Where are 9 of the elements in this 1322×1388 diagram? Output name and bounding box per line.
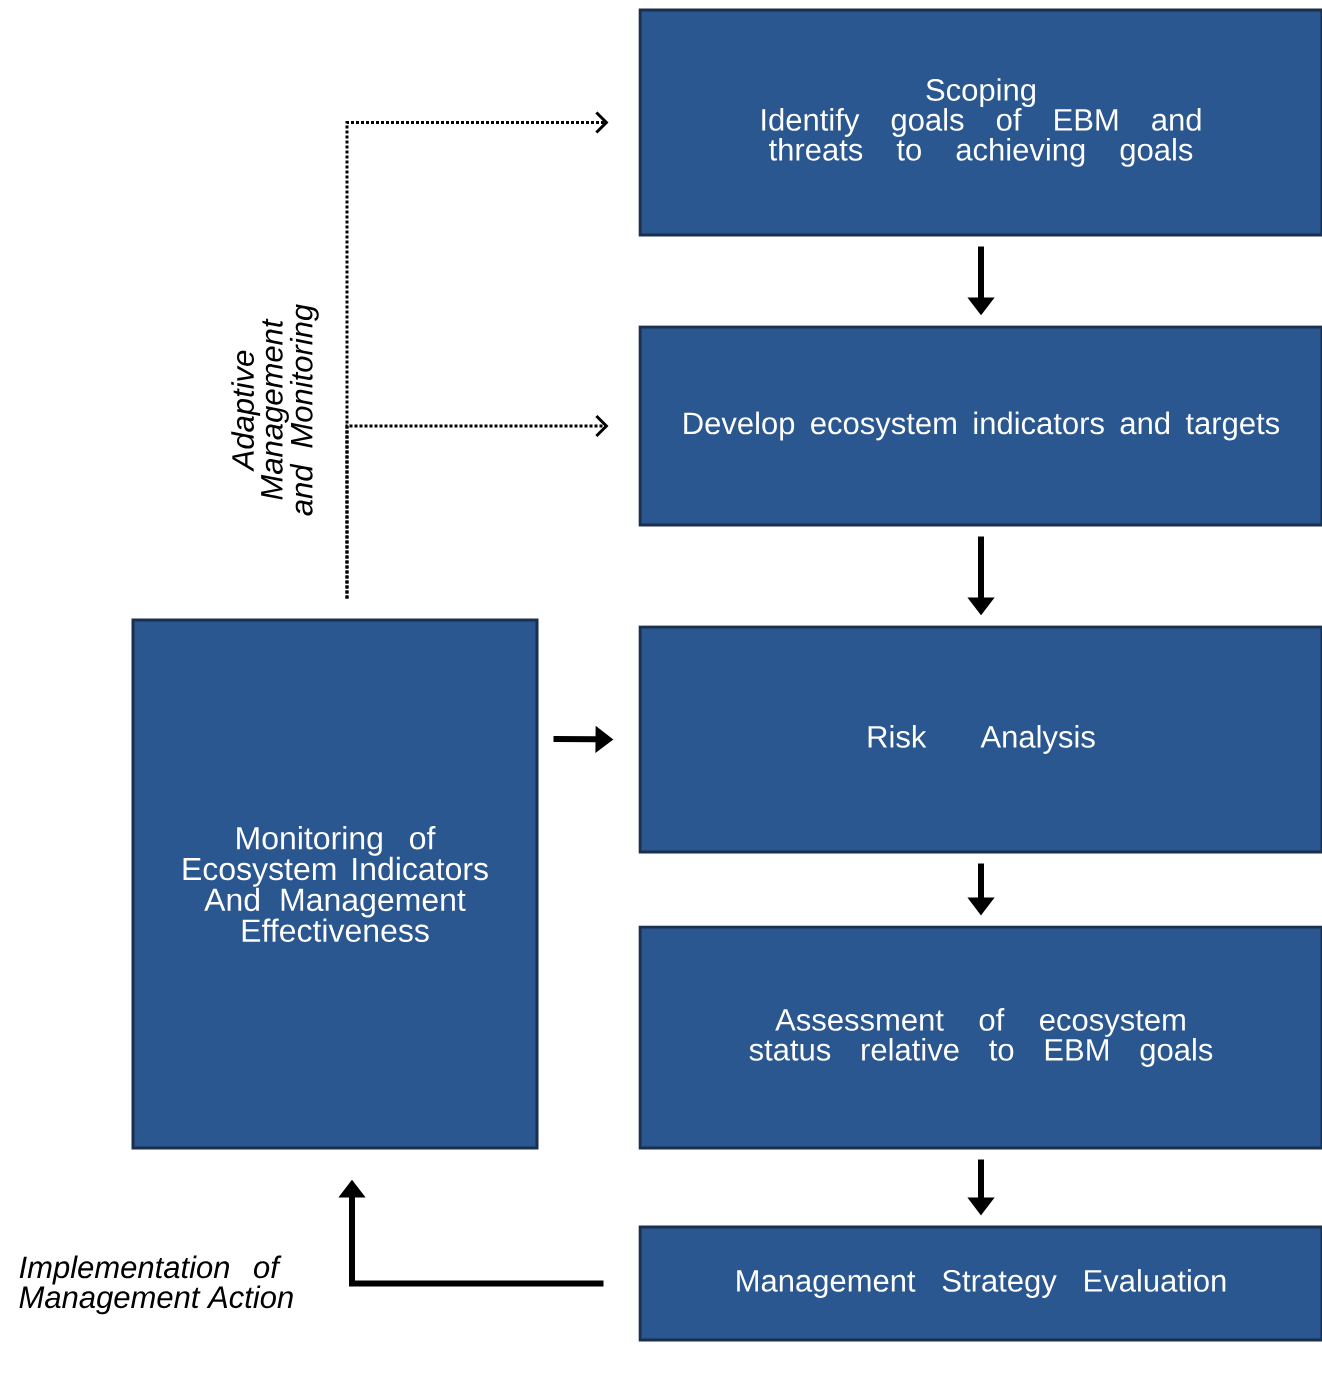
process-box: Scoping Identify goals of EBM and threats to achieving goals — [638, 8, 1322, 237]
monitoring-box: Monitoring of Ecosystem Indicators And Management Effectiveness — [131, 618, 539, 1150]
process-box: Develop ecosystem indicators and targets — [638, 325, 1322, 527]
arrow — [345, 414, 609, 599]
process-box: Risk Analysis — [638, 625, 1322, 854]
edge-label: Adaptive Management and Monitoring — [231, 304, 319, 516]
process-box: Assessment of ecosystem status relative to EBM goals — [638, 925, 1322, 1150]
process-box: Management Strategy Evaluation — [638, 1225, 1322, 1342]
edge-label: Implementation of Management Action — [19, 1255, 293, 1315]
